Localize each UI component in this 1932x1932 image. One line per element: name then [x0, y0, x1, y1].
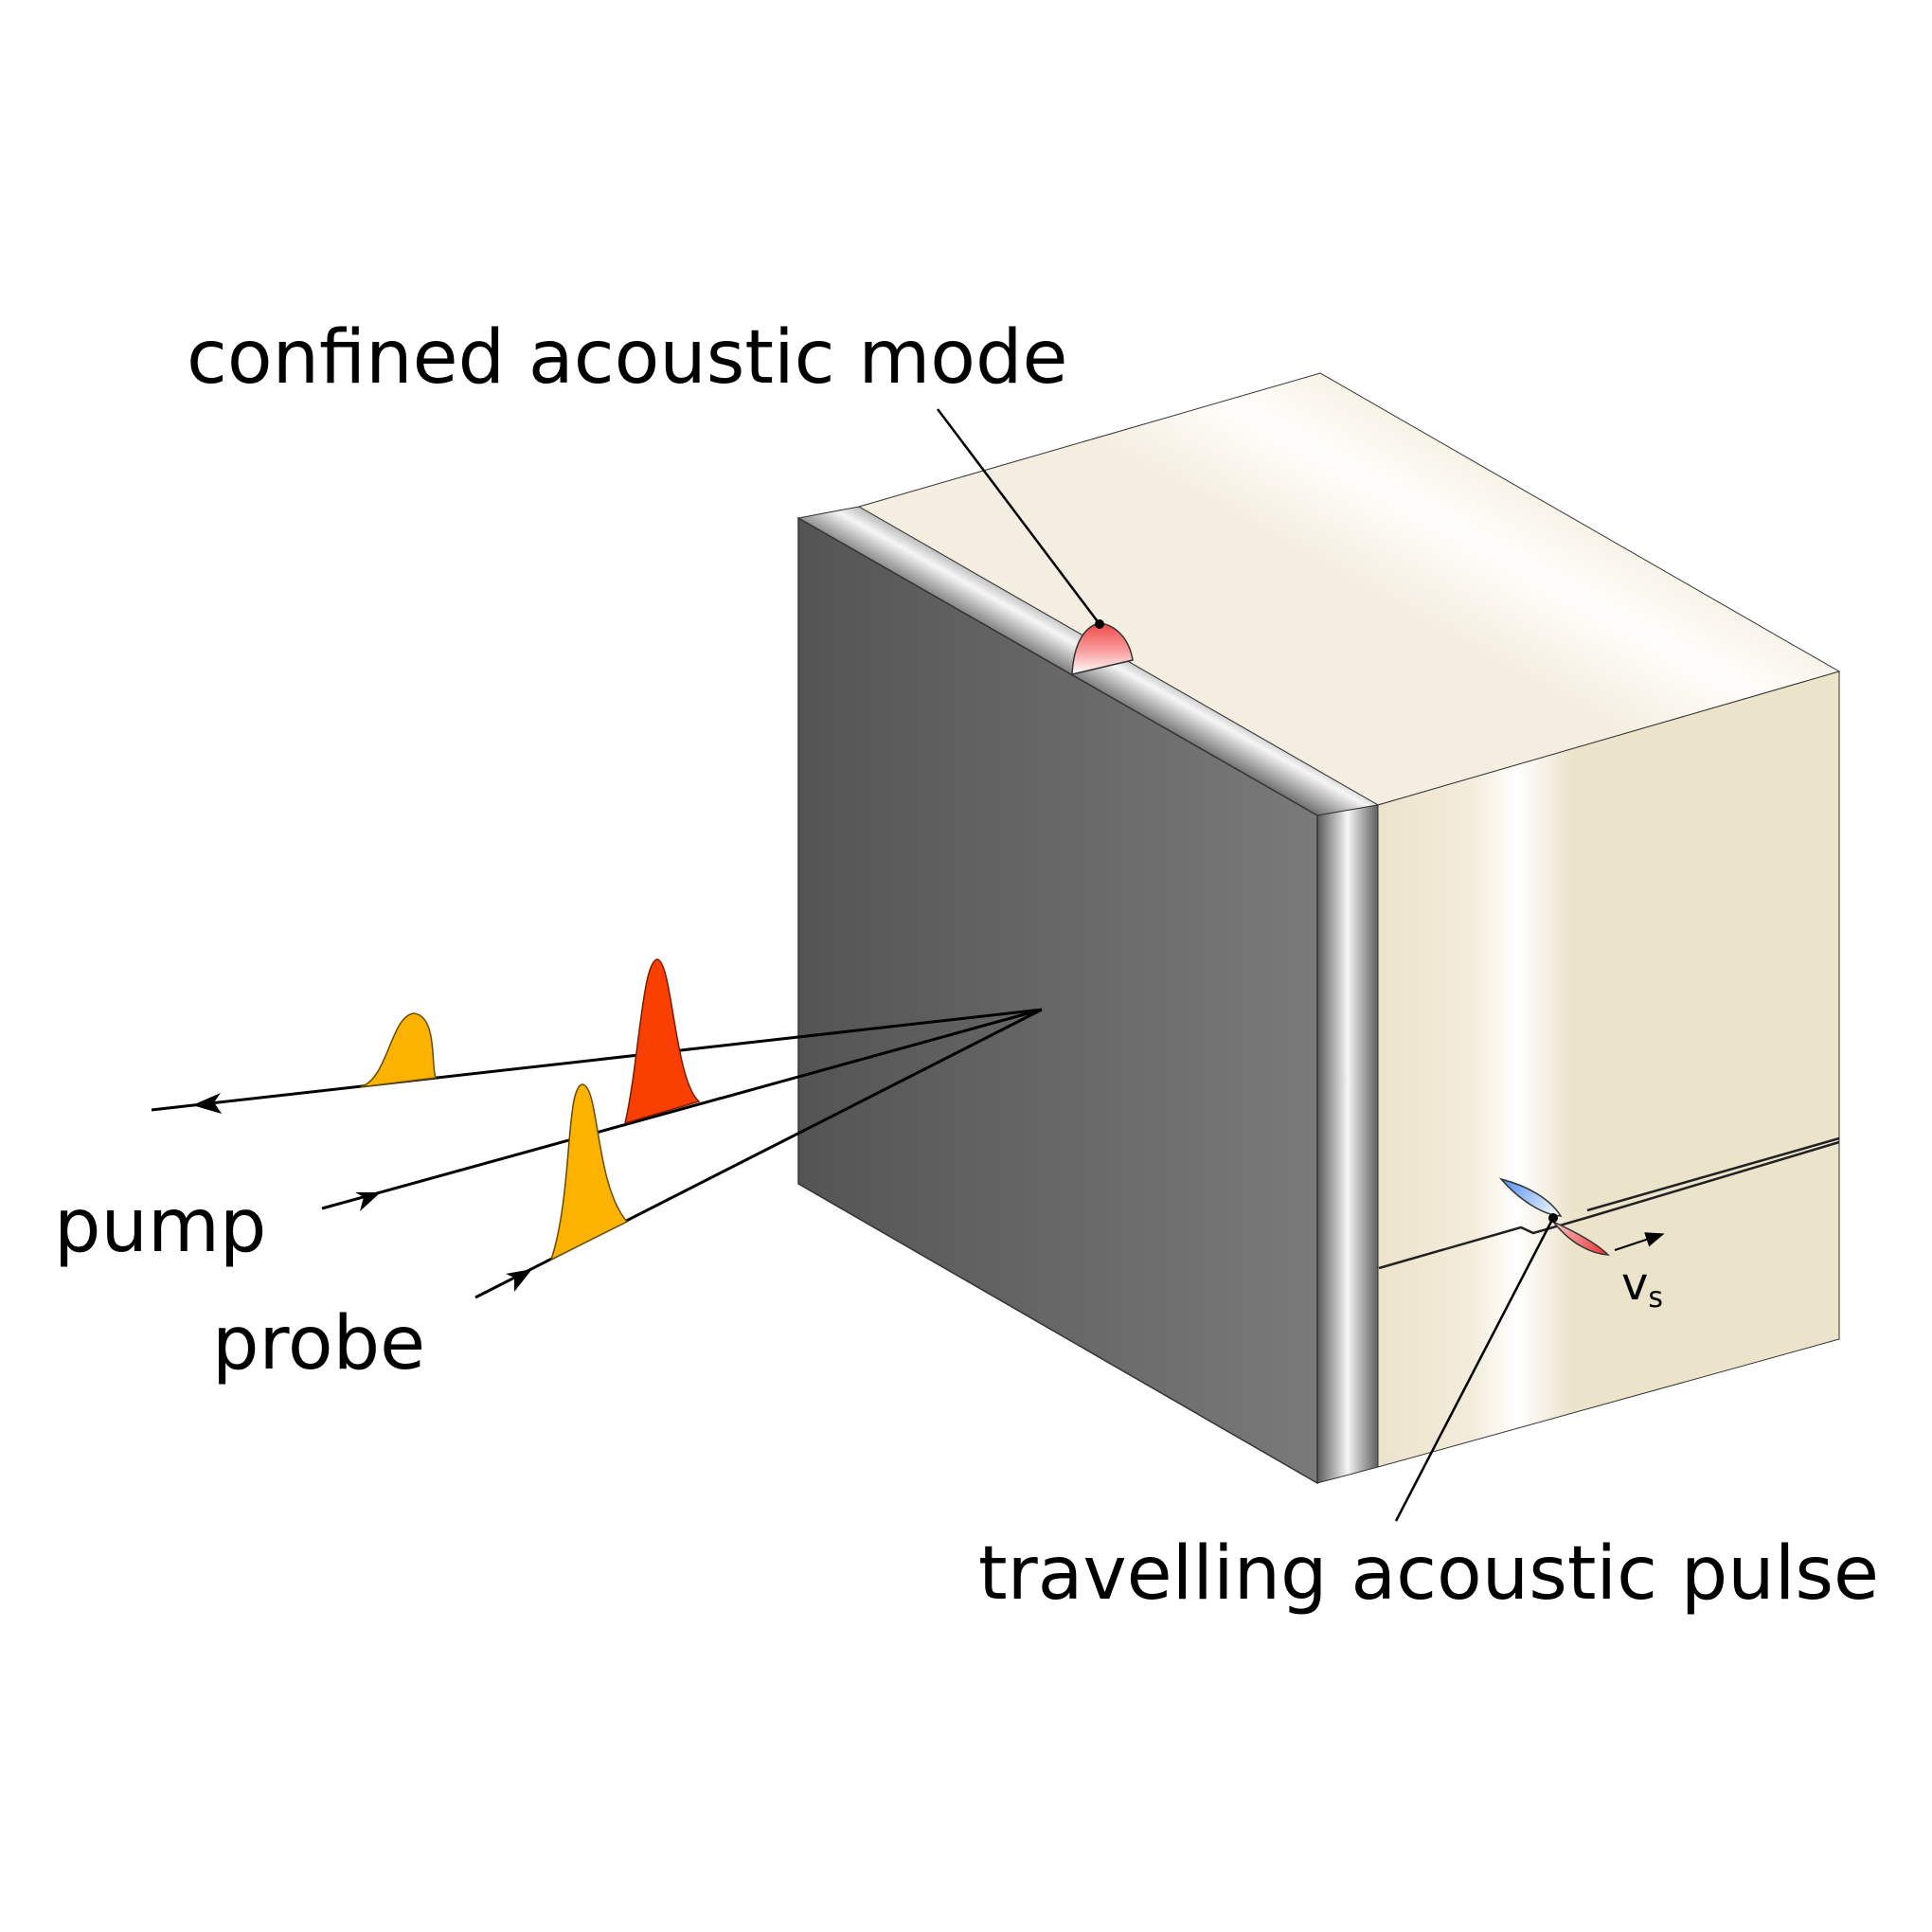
transducer-front-face	[797, 516, 1318, 1485]
travelling-pulse-tension-lobe	[1552, 1221, 1610, 1256]
transducer-side-edge	[1316, 804, 1379, 1484]
travelling-pulse-leader-line	[1394, 1217, 1555, 1522]
pulse-propagation-line-upper	[1586, 1136, 1840, 1212]
velocity-symbol: v	[1621, 1258, 1648, 1311]
substrate-side-face	[1377, 671, 1840, 1468]
velocity-subscript: s	[1648, 1281, 1663, 1315]
reflected-probe-pulse	[359, 1012, 438, 1088]
confined-mode-leader-dot	[1095, 619, 1104, 629]
reflected-beam-line	[151, 1008, 1043, 1112]
probe-beam-arrow-icon	[506, 1269, 532, 1292]
travelling-pulse-compression-lobe	[1498, 1177, 1563, 1217]
pump-beam-arrow-icon	[355, 1192, 381, 1211]
probe-pulse	[549, 1083, 629, 1261]
travelling-pulse-leader-dot	[1548, 1213, 1558, 1223]
confined-mode-leader-line	[937, 408, 1100, 625]
probe-label: probe	[212, 1301, 425, 1386]
pump-label: pump	[54, 1184, 266, 1269]
reflected-beam-arrow-icon	[192, 1093, 222, 1114]
travelling-pulse-label: travelling acoustic pulse	[978, 1531, 1879, 1617]
pulse-propagation-line	[1378, 1140, 1840, 1270]
confined-mode-label: confined acoustic mode	[187, 315, 1068, 401]
velocity-label: vs	[1621, 1258, 1663, 1315]
pump-beam-line	[321, 1008, 1043, 1210]
velocity-arrow-icon	[1614, 1232, 1665, 1251]
pump-pulse	[623, 958, 701, 1125]
